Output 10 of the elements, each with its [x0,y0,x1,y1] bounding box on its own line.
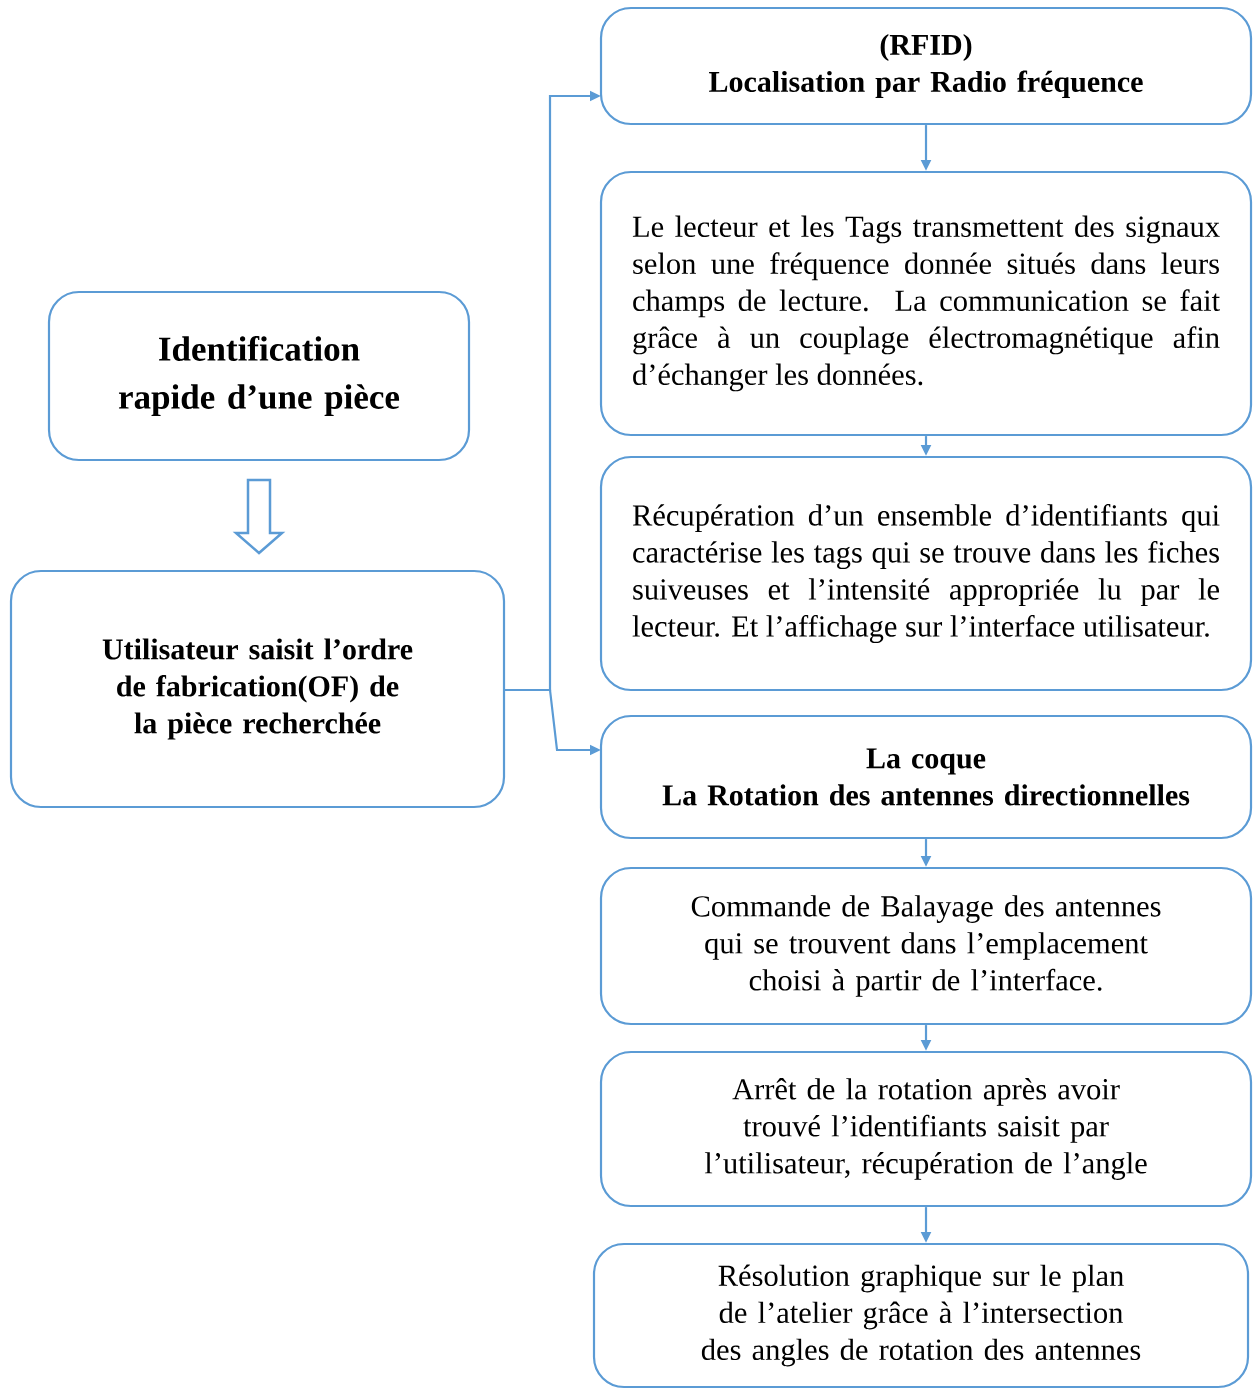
title-box: La coque La Rotation des antennes directionnelles [599,714,1253,840]
process-box: Récupération d’un ensemble d’identifiants qui caractérise les tags qui se trouve dans les fiches suiveuses et l’intensité appropriée lu par le lecteur. Et l’affichage sur l’interface utilisateur. [599,455,1253,692]
title-box: (RFID) Localisation par Radio fréquence [599,6,1253,126]
block-arrow [232,478,286,555]
process-box: Commande de Balayage des antennes qui se trouvent dans l’emplacement choisi à partir de l’interface. [599,866,1253,1026]
process-box: Résolution graphique sur le plan de l’atelier grâce à l’intersection des angles de rotation des antennes [592,1242,1250,1389]
title-box: Utilisateur saisit l’ordre de fabrication(OF) de la pièce recherchée [9,569,506,809]
process-box: Arrêt de la rotation après avoir trouvé l’identifiants saisit par l’utilisateur, récupération de l’angle [599,1050,1253,1208]
process-box: Le lecteur et les Tags transmettent des signaux selon une fréquence donnée situés dans leurs champs de lecture. La communication se fait grâce à un couplage électromagnétique afin d’échanger les données. [599,170,1253,437]
title-box: Identification rapide d’une pièce [47,290,471,462]
